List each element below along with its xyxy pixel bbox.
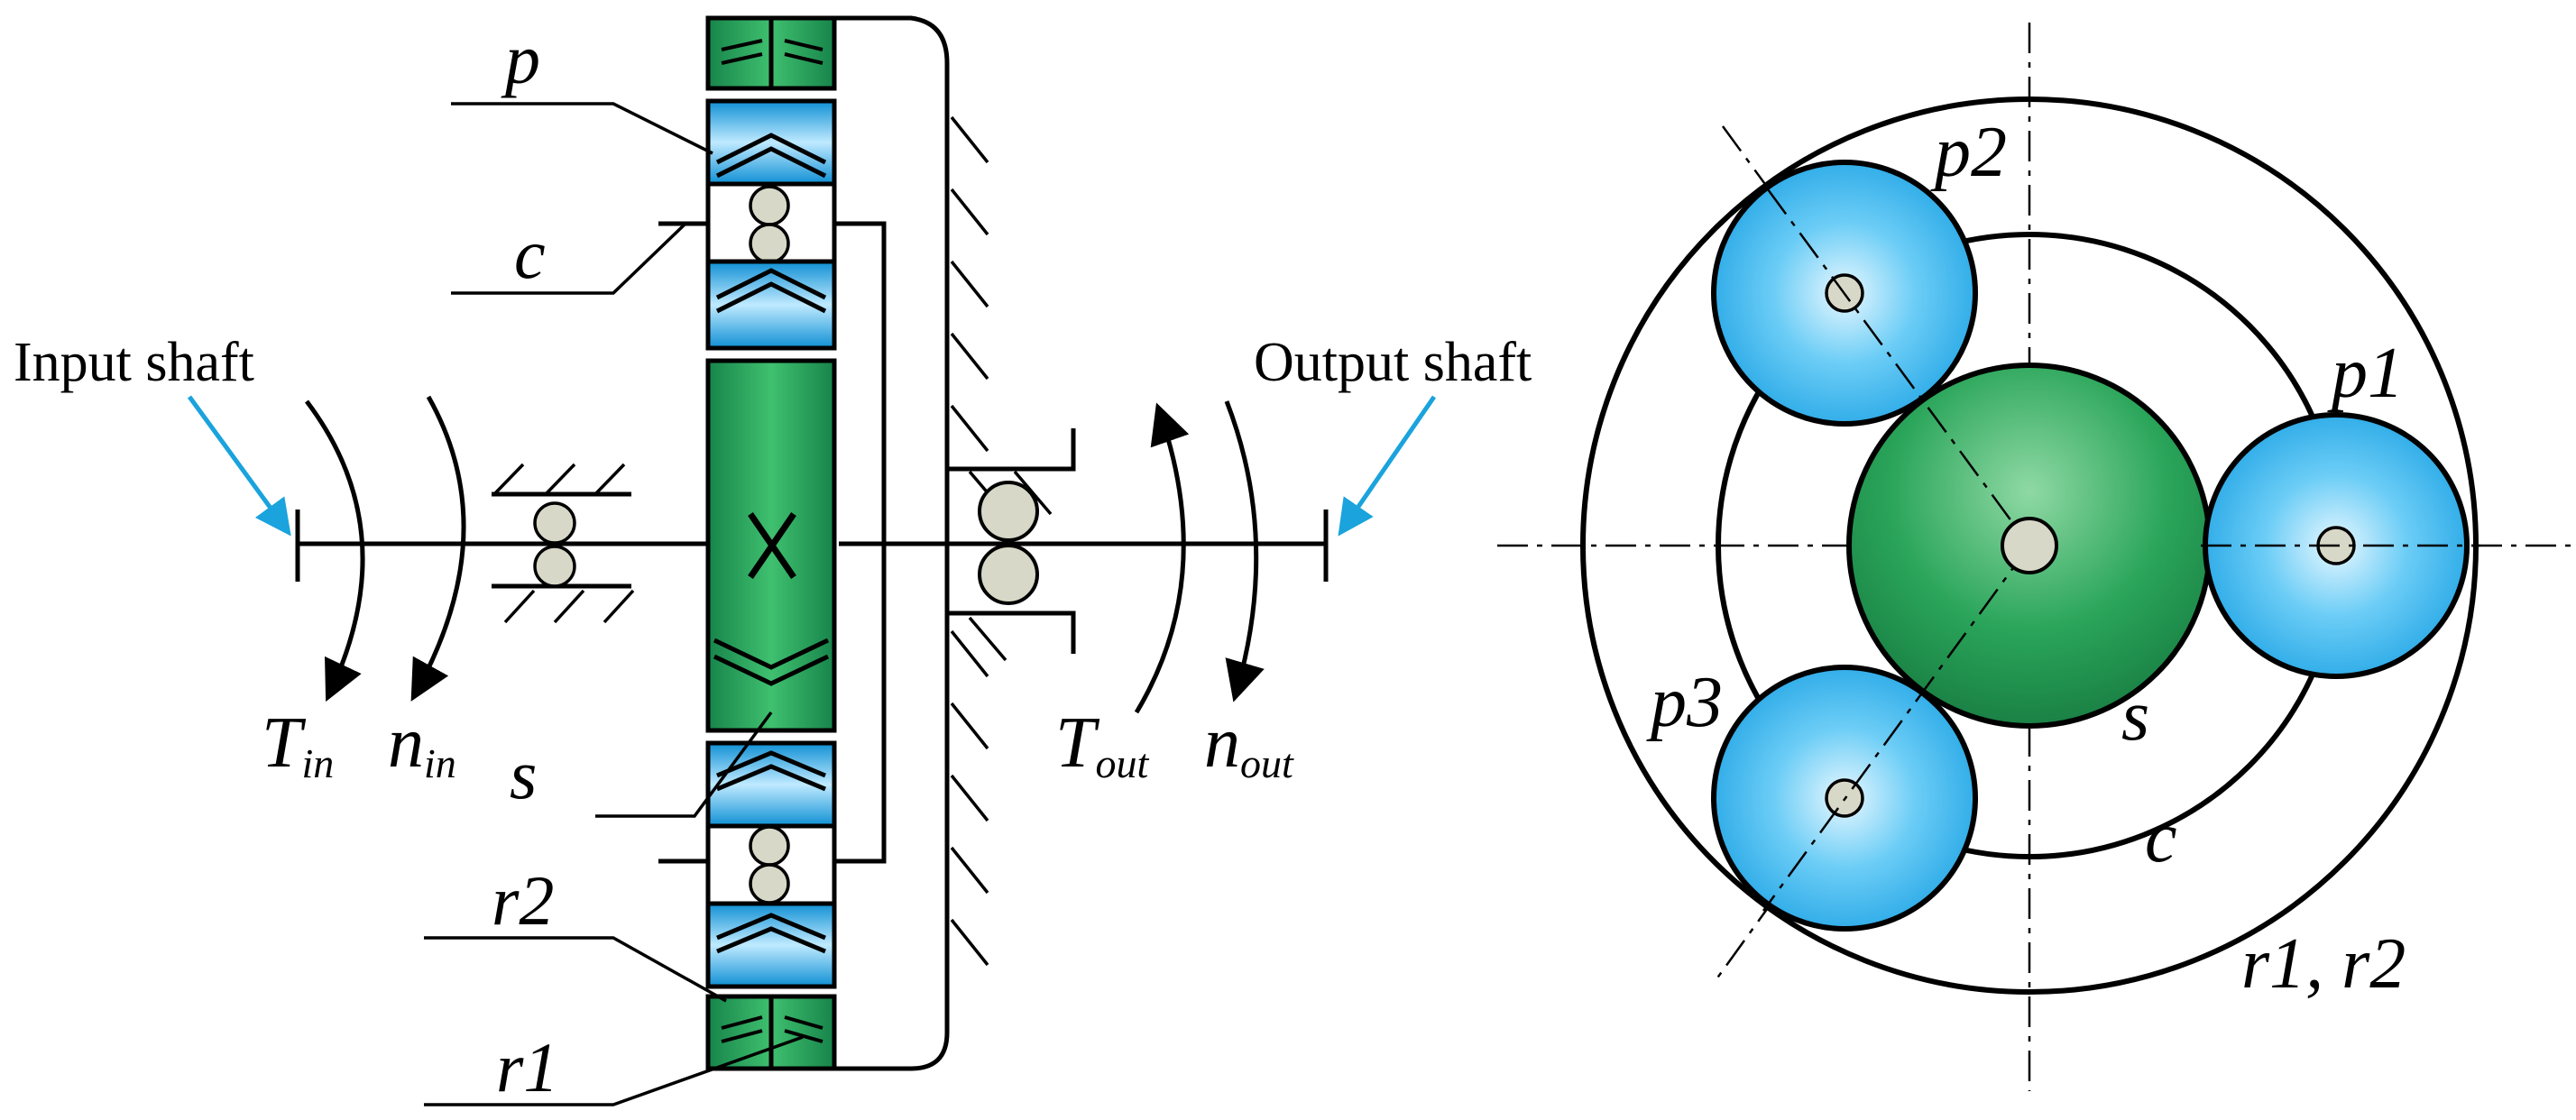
t-in-arrow xyxy=(305,399,365,702)
label-t-in: Tin xyxy=(262,703,334,786)
output-bearing xyxy=(944,428,1076,662)
label-p: p xyxy=(501,20,540,98)
label-p3: p3 xyxy=(1646,663,1723,742)
front-view: p1 p2 p3 s c r1, r2 xyxy=(1497,23,2571,1091)
n-in-arrow xyxy=(410,395,466,702)
section-view: Input shaft Output shaft p c s r2 r1 Tin… xyxy=(14,15,1532,1106)
label-c-front: c xyxy=(2145,798,2177,877)
input-shaft-arrow xyxy=(187,395,291,537)
label-t-out: Tout xyxy=(1055,703,1150,786)
output-shaft-arrow xyxy=(1338,395,1437,537)
label-s-front: s xyxy=(2121,676,2149,756)
label-r1: r1 xyxy=(496,1028,558,1106)
label-p1: p1 xyxy=(2327,334,2404,413)
housing xyxy=(834,15,989,1071)
label-p2: p2 xyxy=(1930,113,2007,192)
label-c: c xyxy=(514,215,546,293)
output-shaft-label: Output shaft xyxy=(1254,332,1532,393)
ring-gear-bottom xyxy=(705,994,837,1071)
input-bearing xyxy=(492,463,635,624)
sun-gear-section xyxy=(705,358,837,733)
planet-gear-bottom xyxy=(705,740,837,989)
label-r2: r2 xyxy=(492,861,554,940)
label-n-out: nout xyxy=(1204,703,1294,786)
t-out-arrow xyxy=(1134,402,1190,714)
leader-lines xyxy=(424,102,804,1106)
ring-gear-top xyxy=(705,15,837,91)
planet-gear-top xyxy=(705,98,837,351)
label-s: s xyxy=(510,735,537,813)
input-shaft-label: Input shaft xyxy=(14,332,254,393)
label-r1-r2: r1, r2 xyxy=(2241,924,2406,1004)
label-n-in: nin xyxy=(388,703,456,786)
n-out-arrow xyxy=(1224,400,1265,702)
